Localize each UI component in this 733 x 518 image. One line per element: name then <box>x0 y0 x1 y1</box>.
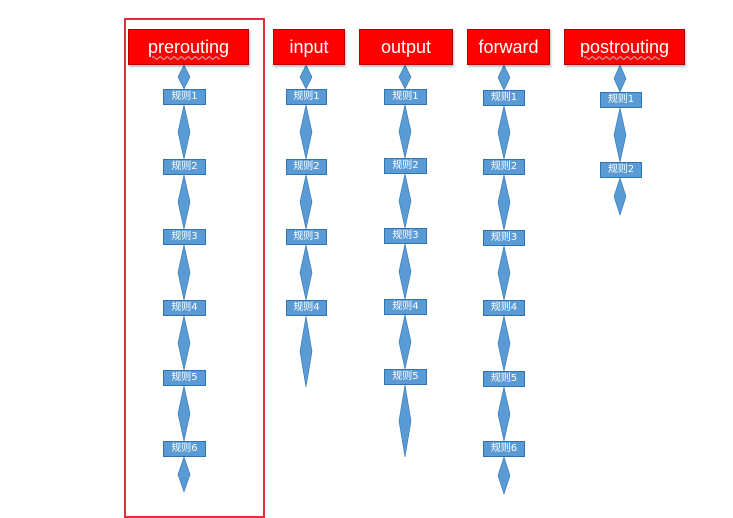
connector-arrow <box>497 105 511 160</box>
rule-box: 规则2 <box>286 159 327 175</box>
connector-arrow <box>613 177 627 216</box>
chain-label-prerouting: prerouting <box>147 36 230 57</box>
connector-arrow <box>177 64 191 90</box>
rule-box: 规则3 <box>286 229 327 245</box>
connector-arrow <box>613 64 627 93</box>
connector-arrow <box>177 456 191 493</box>
rule-box: 规则5 <box>163 370 206 386</box>
rule-box: 规则6 <box>483 441 525 457</box>
rule-box: 规则5 <box>384 369 427 385</box>
rule-box: 规则2 <box>600 162 642 178</box>
rule-box: 规则4 <box>384 299 427 315</box>
connector-arrow <box>497 64 511 91</box>
rule-box: 规则3 <box>384 228 427 244</box>
rule-box: 规则3 <box>483 230 525 246</box>
connector-arrow <box>497 315 511 372</box>
chain-header-postrouting: postrouting <box>564 29 685 65</box>
rule-box: 规则4 <box>483 300 525 316</box>
rule-box: 规则2 <box>163 159 206 175</box>
chain-header-prerouting: prerouting <box>128 29 249 65</box>
connector-arrow <box>177 385 191 442</box>
rule-box: 规则2 <box>483 159 525 175</box>
rule-box: 规则5 <box>483 371 525 387</box>
connector-arrow <box>497 456 511 495</box>
rule-box: 规则4 <box>163 300 206 316</box>
rule-box: 规则1 <box>384 89 427 105</box>
connector-arrow <box>398 314 412 370</box>
rule-box: 规则1 <box>163 89 206 105</box>
connector-arrow <box>177 244 191 301</box>
chain-label-postrouting: postrouting <box>579 36 670 57</box>
connector-arrow <box>177 315 191 371</box>
chain-label-output: output <box>380 36 432 57</box>
connector-arrow <box>497 245 511 301</box>
connector-arrow <box>177 104 191 160</box>
rule-box: 规则1 <box>286 89 327 105</box>
chain-label-input: input <box>289 36 329 57</box>
connector-arrow <box>398 243 412 300</box>
connector-arrow <box>613 107 627 163</box>
chain-header-output: output <box>359 29 453 65</box>
rule-box: 规则2 <box>384 158 427 174</box>
connector-arrow <box>299 244 313 301</box>
connector-arrow <box>177 174 191 230</box>
connector-arrow <box>497 174 511 231</box>
connector-arrow <box>299 104 313 160</box>
connector-arrow <box>398 173 412 229</box>
rule-box: 规则1 <box>483 90 525 106</box>
rule-box: 规则3 <box>163 229 206 245</box>
rule-box: 规则4 <box>286 300 327 316</box>
rule-box: 规则1 <box>600 92 642 108</box>
connector-arrow <box>398 104 412 159</box>
connector-arrow <box>497 386 511 442</box>
connector-arrow <box>398 384 412 458</box>
chain-label-forward: forward <box>478 36 539 57</box>
rule-box: 规则6 <box>163 441 206 457</box>
connector-arrow <box>299 64 313 90</box>
connector-arrow <box>299 174 313 230</box>
connector-arrow <box>299 315 313 388</box>
chain-header-forward: forward <box>467 29 550 65</box>
chain-header-input: input <box>273 29 345 65</box>
connector-arrow <box>398 64 412 90</box>
